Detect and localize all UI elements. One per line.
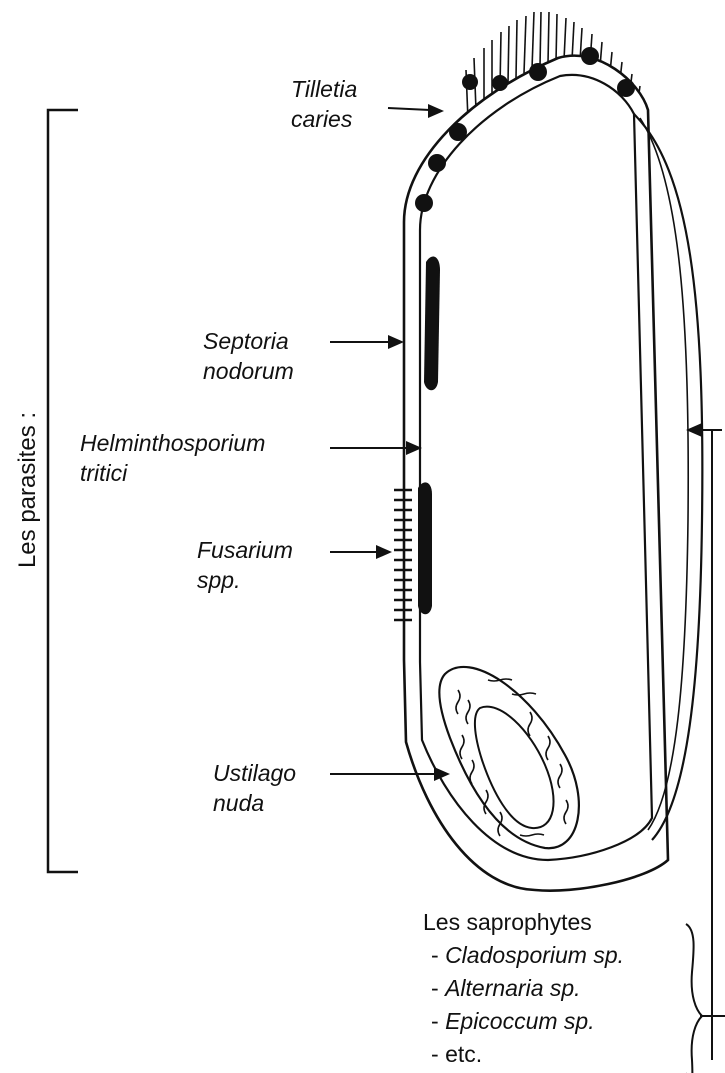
saprophyte-item: - Cladosporium sp. — [423, 939, 624, 972]
saprophyte-item: - Epicoccum sp. — [423, 1005, 624, 1038]
saprophyte-dash: - — [431, 1008, 445, 1034]
label-helminthosporium-line2: tritici — [80, 458, 265, 488]
saprophyte-item: - Alternaria sp. — [423, 972, 624, 1005]
label-tilletia-line2: caries — [291, 104, 357, 134]
saprophytes-block: Les saprophytes - Cladosporium sp. - Alt… — [423, 906, 624, 1071]
saprophyte-name: Cladosporium sp. — [445, 942, 624, 968]
label-helminthosporium-line1: Helminthosporium — [80, 428, 265, 458]
label-ustilago: Ustilago nuda — [213, 758, 296, 818]
label-fusarium-line2: spp. — [197, 565, 293, 595]
saprophyte-name: Epicoccum sp. — [445, 1008, 595, 1034]
saprophyte-dash: - — [431, 1041, 445, 1067]
saprophytes-title: Les saprophytes — [423, 906, 624, 939]
parasites-title: Les parasites : — [14, 412, 42, 568]
saprophyte-name: Alternaria sp. — [445, 975, 581, 1001]
label-ustilago-line2: nuda — [213, 788, 296, 818]
saprophyte-name: etc. — [445, 1041, 482, 1067]
saprophytes-brace — [686, 924, 702, 1073]
fusarium-patch — [418, 482, 432, 614]
label-fusarium-line1: Fusarium — [197, 535, 293, 565]
label-ustilago-line1: Ustilago — [213, 758, 296, 788]
label-fusarium: Fusarium spp. — [197, 535, 293, 595]
saprophyte-dash: - — [431, 942, 445, 968]
parasites-bracket — [48, 110, 78, 872]
label-septoria: Septoria nodorum — [203, 326, 294, 386]
label-tilletia-line1: Tilletia — [291, 74, 357, 104]
saprophyte-dash: - — [431, 975, 445, 1001]
saprophyte-item: - etc. — [423, 1038, 624, 1071]
septoria-patch — [424, 256, 440, 390]
label-septoria-line1: Septoria — [203, 326, 294, 356]
label-helminthosporium: Helminthosporium tritici — [80, 428, 265, 488]
label-tilletia: Tilletia caries — [291, 74, 357, 134]
label-septoria-line2: nodorum — [203, 356, 294, 386]
